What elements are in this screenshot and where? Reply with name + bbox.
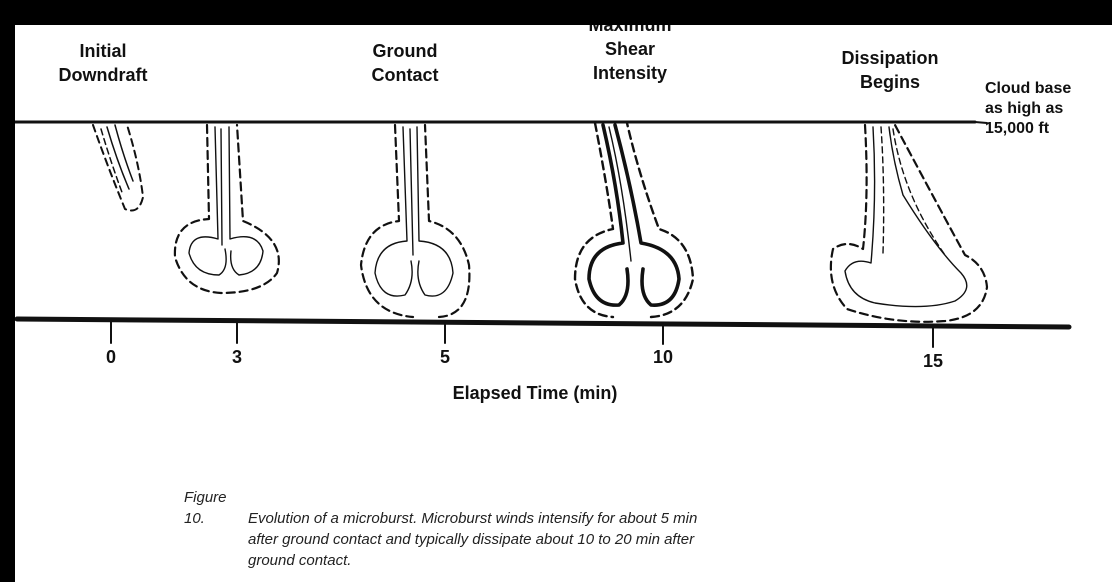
caption-line-1: Evolution of a microburst. Microburst wi… [248, 510, 697, 527]
caption-line-2: after ground contact and typically dissi… [184, 529, 944, 550]
ground-line [17, 319, 1069, 327]
microburst-stage-10 [575, 123, 693, 317]
tick-label-10: 10 [643, 347, 683, 368]
caption-line-3: ground contact. [184, 550, 944, 571]
axis-title: Elapsed Time (min) [395, 381, 675, 405]
figure-number: Figure 10. [184, 487, 248, 529]
cloud-base-pointer [975, 122, 987, 123]
microburst-stage-5 [361, 125, 469, 317]
tick-label-15: 15 [913, 351, 953, 372]
tick-label-0: 0 [91, 347, 131, 368]
microburst-initial [93, 125, 143, 211]
tick-label-5: 5 [425, 347, 465, 368]
tick-label-3: 3 [217, 347, 257, 368]
microburst-stage-15 [831, 125, 987, 322]
microburst-stage-3 [175, 125, 279, 293]
figure-caption: Figure 10.Evolution of a microburst. Mic… [184, 487, 944, 571]
